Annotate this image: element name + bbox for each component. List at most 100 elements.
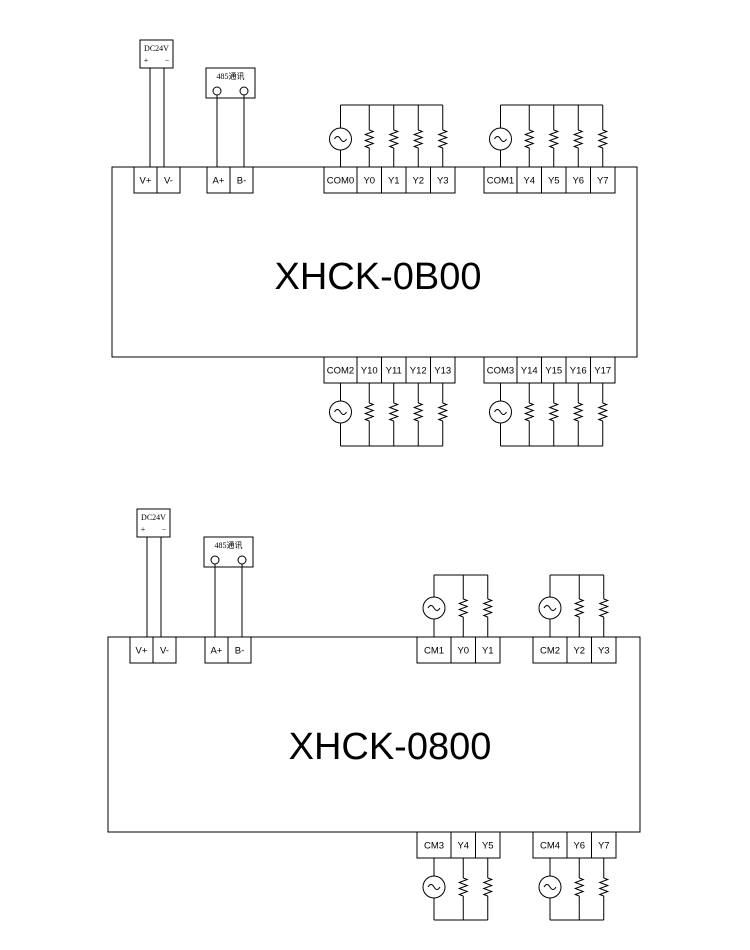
- resistor-zigzag: [598, 598, 610, 618]
- terminal-box: [229, 166, 254, 194]
- load-resistor-icon: [412, 402, 424, 422]
- load-resistor-icon: [523, 129, 535, 149]
- terminal-label: Y5: [482, 841, 494, 852]
- terminal-label: Y4: [457, 841, 469, 852]
- load-resistor-icon: [597, 402, 609, 422]
- rs485-box: [205, 67, 256, 99]
- terminal-block: Y5: [541, 166, 567, 194]
- terminal-label: Y3: [598, 646, 610, 657]
- resistor-zigzag: [412, 129, 424, 149]
- top-terminal-group: CM1 Y0 Y1: [416, 574, 501, 664]
- terminal-label: Y7: [597, 176, 609, 187]
- terminal-label: B-: [237, 176, 247, 187]
- terminal-label: Y0: [457, 646, 469, 657]
- terminal-block: B-: [227, 636, 252, 664]
- terminal-label: V-: [160, 646, 169, 657]
- rs485-port: 485通讯 A+ B-: [205, 67, 256, 194]
- ac-source-icon: [422, 875, 446, 899]
- terminal-block: Y0: [356, 166, 382, 194]
- terminal-block: Y15: [541, 356, 567, 384]
- power-supply-box: [136, 508, 171, 538]
- resistor-zigzag: [572, 129, 584, 149]
- terminal-label: Y0: [363, 176, 375, 187]
- power-supply-label: DC24V: [144, 44, 169, 53]
- terminal-label: COM3: [487, 366, 514, 377]
- resistor-zigzag: [412, 402, 424, 422]
- terminal-block: CM1: [416, 636, 452, 664]
- plus-sign: +: [141, 525, 146, 534]
- ac-source-icon: [538, 875, 562, 899]
- terminal-block: Y3: [591, 636, 617, 664]
- resistor-zigzag: [482, 598, 494, 618]
- terminal-label: Y7: [598, 841, 610, 852]
- resistor-zigzag: [388, 402, 400, 422]
- terminal-label: V+: [140, 176, 152, 187]
- load-resistor-icon: [457, 877, 469, 897]
- resistor-zigzag: [573, 877, 585, 897]
- terminal-label: Y6: [573, 841, 585, 852]
- ac-wave: [543, 605, 557, 611]
- terminal-block: COM0: [323, 166, 358, 194]
- terminal-box: [227, 636, 252, 664]
- terminal-block: Y7: [590, 166, 616, 194]
- terminal-block: COM1: [483, 166, 518, 194]
- top-terminal-group: COM1 Y4 Y5 Y6 Y7: [483, 104, 616, 194]
- resistor-zigzag: [482, 877, 494, 897]
- connector-circle: [237, 555, 247, 565]
- terminal-label: Y4: [523, 176, 535, 187]
- load-resistor-icon: [548, 402, 560, 422]
- ac-wave: [494, 136, 507, 142]
- terminal-block: COM3: [483, 356, 518, 384]
- terminal-label: Y16: [570, 366, 587, 377]
- terminal-label: A+: [213, 176, 225, 187]
- terminal-block: Y14: [516, 356, 542, 384]
- load-resistor-icon: [523, 402, 535, 422]
- terminal-box: [156, 166, 181, 194]
- terminal-block: A+: [204, 636, 229, 664]
- load-resistor-icon: [412, 129, 424, 149]
- terminal-block: Y13: [430, 356, 456, 384]
- terminal-label: Y6: [572, 176, 584, 187]
- terminal-label: V-: [164, 176, 173, 187]
- rs485-port: 485通讯 A+B-: [203, 536, 254, 664]
- terminal-block: Y1: [475, 636, 501, 664]
- terminal-label: CM1: [424, 646, 444, 657]
- load-resistor-icon: [457, 598, 469, 618]
- terminal-label: CM3: [424, 841, 444, 852]
- bottom-terminal-group: CM3 Y4 Y5: [416, 831, 501, 921]
- terminal-label: COM2: [327, 366, 354, 377]
- terminal-block: Y6: [565, 166, 591, 194]
- load-resistor-icon: [363, 402, 375, 422]
- terminal-block: Y12: [405, 356, 431, 384]
- module-title: XHCK-0800: [289, 726, 492, 768]
- power-supply-box: [139, 39, 174, 69]
- terminal-block: Y0: [450, 636, 476, 664]
- resistor-zigzag: [548, 129, 560, 149]
- terminal-block: Y10: [356, 356, 382, 384]
- terminal-block: V+: [129, 636, 154, 664]
- terminal-label: Y11: [386, 366, 402, 377]
- terminal-block: A+: [206, 166, 231, 194]
- terminal-label: CM2: [540, 646, 560, 657]
- terminal-block: Y4: [516, 166, 542, 194]
- resistor-zigzag: [363, 129, 375, 149]
- ac-wave: [427, 605, 441, 611]
- rs485-label: 485通讯: [217, 71, 245, 81]
- resistor-zigzag: [523, 129, 535, 149]
- ac-wave: [334, 409, 347, 415]
- load-resistor-icon: [388, 129, 400, 149]
- terminal-label: Y17: [594, 366, 611, 377]
- terminal-label: Y2: [573, 646, 585, 657]
- terminal-label: Y5: [548, 176, 560, 187]
- ac-wave: [494, 409, 507, 415]
- resistor-zigzag: [388, 129, 400, 149]
- rs485-label: 485通讯: [215, 540, 243, 550]
- terminal-label: Y1: [482, 646, 494, 657]
- terminal-label: COM1: [487, 176, 514, 187]
- resistor-zigzag: [523, 402, 535, 422]
- load-resistor-icon: [548, 129, 560, 149]
